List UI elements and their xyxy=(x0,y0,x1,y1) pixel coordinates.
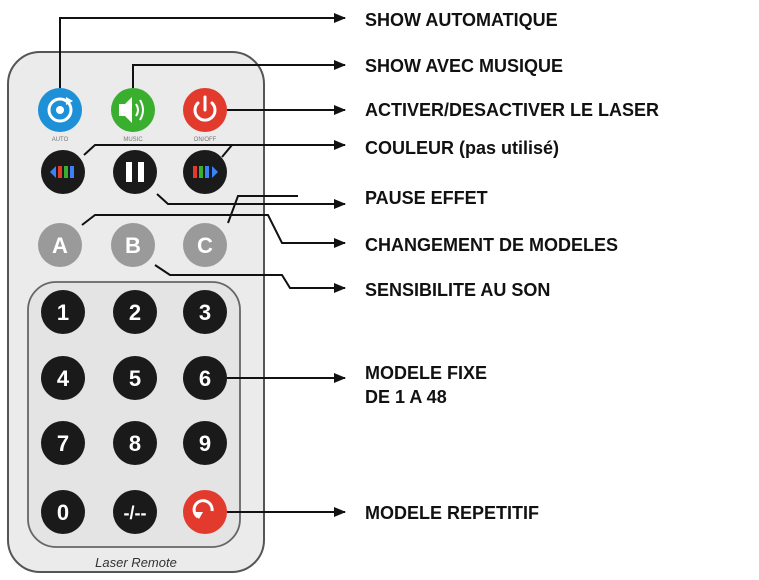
repeat-icon xyxy=(192,499,214,519)
key-9-label: 9 xyxy=(199,431,211,456)
auto-button[interactable] xyxy=(38,88,82,132)
power-icon xyxy=(193,95,217,122)
key-8-label: 8 xyxy=(129,431,141,456)
a-button[interactable]: A xyxy=(38,223,82,267)
leader-a xyxy=(81,214,346,248)
power-button[interactable] xyxy=(183,88,227,132)
c-button-face xyxy=(183,223,227,267)
leader-auto xyxy=(59,13,346,88)
key-dash[interactable]: -/-- xyxy=(113,490,157,534)
key-4[interactable]: 4 xyxy=(41,356,85,400)
key-8[interactable]: 8 xyxy=(113,421,157,465)
a-button-label: A xyxy=(52,233,68,258)
key-5-label: 5 xyxy=(129,366,141,391)
pause-icon xyxy=(126,162,144,182)
key-2-label: 2 xyxy=(129,300,141,325)
leader-color-left xyxy=(83,140,346,156)
music-button[interactable] xyxy=(111,88,155,132)
leader-music xyxy=(132,60,346,88)
b-button[interactable]: B xyxy=(111,223,155,267)
color-left-button-face xyxy=(41,150,85,194)
color-left-button[interactable] xyxy=(41,150,85,194)
repeat-button-face xyxy=(183,490,227,534)
key-3-label: 3 xyxy=(199,300,211,325)
auto-sublabel: AUTO xyxy=(52,137,69,143)
key-dash-label: -/-- xyxy=(124,503,147,523)
caption-music: SHOW AVEC MUSIQUE xyxy=(365,56,564,76)
caption-sensitivity: SENSIBILITE AU SON xyxy=(365,280,551,300)
repeat-button[interactable] xyxy=(183,490,227,534)
key-9[interactable]: 9 xyxy=(183,421,227,465)
caption-fixed-line1: MODELE FIXE xyxy=(365,363,488,383)
key-0-label: 0 xyxy=(57,500,69,525)
b-button-label: B xyxy=(125,233,141,258)
key-5[interactable]: 5 xyxy=(113,356,157,400)
key-6[interactable]: 6 xyxy=(183,356,227,400)
b-button-face xyxy=(111,223,155,267)
c-button[interactable]: C xyxy=(183,223,227,267)
leader-color-right xyxy=(221,144,233,158)
key-1[interactable]: 1 xyxy=(41,290,85,334)
key-1-label: 1 xyxy=(57,300,69,325)
key-0[interactable]: 0 xyxy=(41,490,85,534)
caption-change: CHANGEMENT DE MODELES xyxy=(365,235,619,255)
key-3[interactable]: 3 xyxy=(183,290,227,334)
brand-label: Laser Remote xyxy=(95,555,177,570)
pause-button-face xyxy=(113,150,157,194)
caption-auto: SHOW AUTOMATIQUE xyxy=(365,10,558,30)
music-sublabel: MUSIC xyxy=(123,137,143,143)
keypad-panel xyxy=(27,281,241,548)
key-7[interactable]: 7 xyxy=(41,421,85,465)
pause-button[interactable] xyxy=(113,150,157,194)
power-sublabel: ON/OFF xyxy=(194,137,217,143)
leader-lines xyxy=(59,13,346,517)
leader-pause xyxy=(156,193,346,209)
key-4-label: 4 xyxy=(57,366,70,391)
caption-power: ACTIVER/DESACTIVER LE LASER xyxy=(365,100,660,120)
caption-pause: PAUSE EFFET xyxy=(365,188,488,208)
a-button-face xyxy=(38,223,82,267)
auto-icon xyxy=(47,97,73,123)
leader-b xyxy=(154,264,346,293)
music-button-face xyxy=(111,88,155,132)
caption-color: COULEUR (pas utilisé) xyxy=(365,138,560,158)
c-button-label: C xyxy=(197,233,213,258)
key-7-label: 7 xyxy=(57,431,69,456)
key-6-label: 6 xyxy=(199,366,211,391)
speaker-icon xyxy=(119,97,144,123)
caption-fixed-line2: DE 1 A 48 xyxy=(365,387,447,407)
color-right-icon xyxy=(193,166,218,178)
color-left-icon xyxy=(50,166,74,178)
caption-repeat: MODELE REPETITIF xyxy=(365,503,540,523)
key-2[interactable]: 2 xyxy=(113,290,157,334)
color-right-button[interactable] xyxy=(183,150,227,194)
